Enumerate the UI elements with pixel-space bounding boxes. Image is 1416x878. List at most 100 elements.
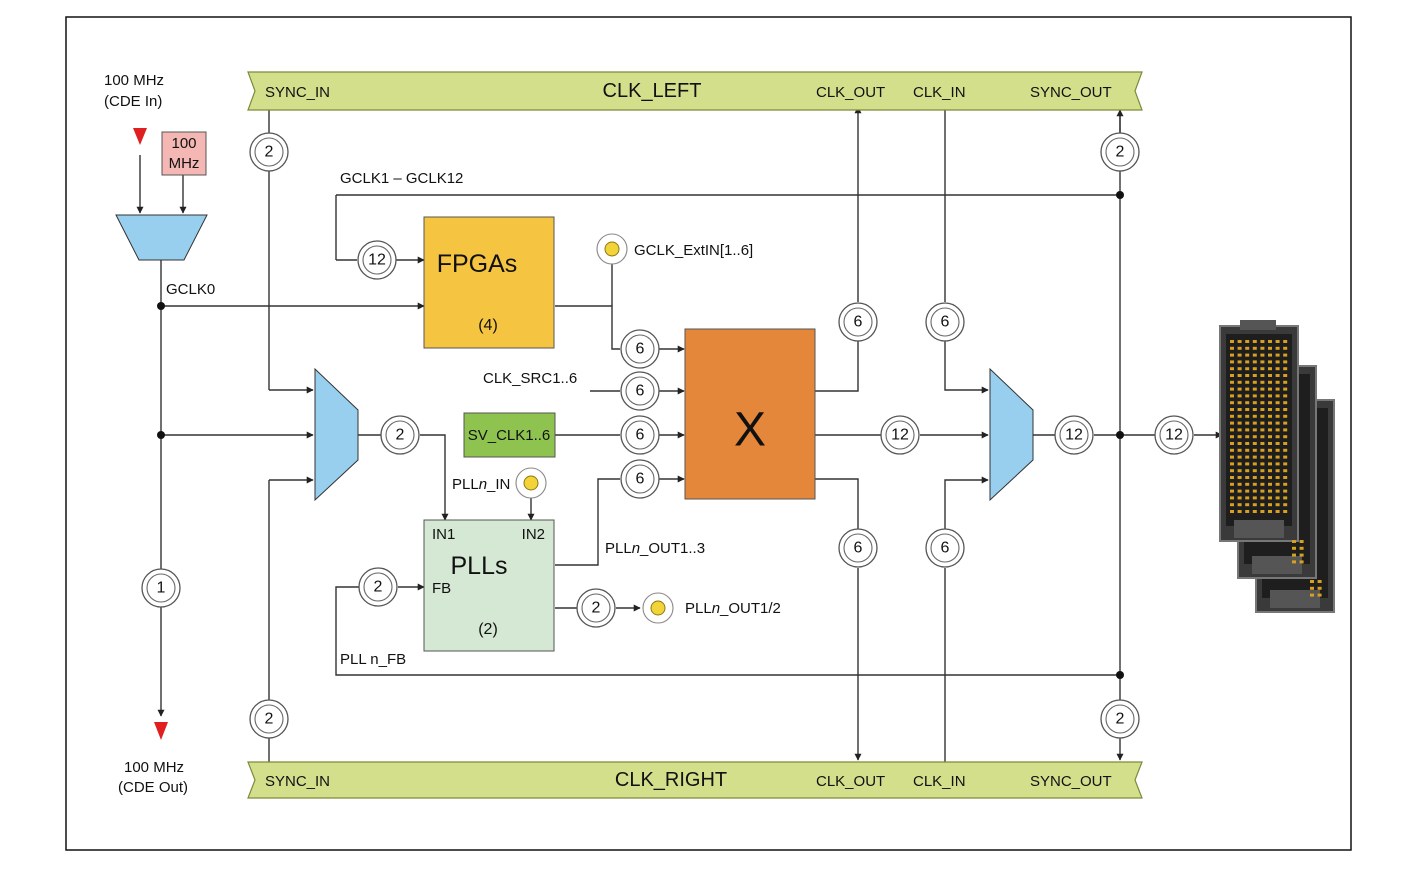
connector-pin: [1230, 387, 1234, 391]
connector-pin: [1283, 360, 1288, 364]
oscillator-freq: 100: [171, 135, 196, 152]
svg-text:6: 6: [854, 314, 863, 331]
badge-xbar-out-mid: 12: [880, 415, 920, 455]
connector-pin: [1283, 476, 1288, 479]
connector-pin: [1268, 346, 1272, 350]
connector-pin: [1237, 448, 1242, 452]
connector-pin: [1237, 394, 1242, 398]
connector-pin: [1237, 510, 1242, 513]
svg-text:12: 12: [1165, 427, 1183, 444]
connector-pin: [1252, 442, 1257, 445]
connector-pin: [1245, 374, 1250, 377]
connector-pin: [1237, 340, 1242, 343]
gclk-ext-label: GCLK_ExtIN[1..6]: [634, 242, 753, 259]
badge-pll-out: 2: [576, 588, 616, 628]
svg-text:6: 6: [636, 471, 645, 488]
connector-pin: [1230, 401, 1234, 405]
sv-clk-block: SV_CLK1..6: [463, 412, 556, 458]
connector-pin: [1237, 346, 1242, 350]
connector-pin: [1230, 496, 1234, 500]
pll-in1-label: IN1: [432, 526, 455, 543]
connector-pin: [1230, 469, 1234, 473]
connector-pin: [1283, 489, 1288, 493]
badge-pll-fb: 2: [358, 567, 398, 607]
svg-text:6: 6: [636, 341, 645, 358]
connector-pin: [1237, 380, 1242, 384]
bus-top: SYNC_IN CLK_LEFT CLK_OUT CLK_IN SYNC_OUT: [247, 71, 1143, 111]
bus-bottom-sync-in: SYNC_IN: [265, 773, 330, 790]
connector-pin: [1230, 448, 1234, 452]
connector-pin: [1275, 448, 1280, 452]
cde-in-arrow-icon: [133, 128, 147, 145]
connector-pin: [1245, 401, 1250, 405]
connector-pin: [1275, 476, 1280, 479]
connector-pin: [1268, 496, 1272, 500]
connector-pin: [1245, 353, 1250, 357]
svg-text:2: 2: [265, 144, 274, 161]
connector-pin: [1230, 360, 1234, 364]
bus-bottom-clk-out: CLK_OUT: [816, 773, 885, 790]
connector-pin: [1275, 367, 1280, 371]
connector-pin: [1230, 380, 1234, 384]
svg-text:6: 6: [854, 540, 863, 557]
connector-pin: [1268, 428, 1272, 432]
svg-text:6: 6: [941, 540, 950, 557]
pll-in-label: PLLn_IN: [452, 476, 510, 493]
connector-pin: [1310, 586, 1314, 590]
connector-pin: [1237, 387, 1242, 391]
connector-pin: [1245, 421, 1250, 425]
badge-sync-in-bottom: 2: [249, 699, 289, 739]
connector-pin: [1260, 510, 1265, 513]
connector-pin: [1237, 496, 1242, 500]
cde-out-label: (CDE Out): [118, 779, 188, 796]
connector-pin: [1283, 496, 1288, 500]
connector-pin: [1268, 482, 1272, 486]
connector-pin: [1252, 496, 1257, 500]
connector-pin: [1245, 414, 1250, 418]
bus-bottom: SYNC_IN CLK_RIGHT CLK_OUT CLK_IN SYNC_OU…: [247, 761, 1143, 799]
connector-pin: [1230, 442, 1234, 445]
connector-pin: [1230, 503, 1234, 507]
connector-pin: [1275, 428, 1280, 432]
connector-pin: [1268, 510, 1272, 513]
crossbar-block: X: [684, 328, 816, 500]
connector-pin: [1268, 462, 1272, 466]
connector-pin: [1252, 510, 1257, 513]
connector-pin: [1292, 553, 1296, 557]
connector-pin: [1245, 380, 1250, 384]
connector-pin: [1260, 428, 1265, 432]
connector-pin: [1252, 435, 1257, 439]
connector-pin: [1245, 428, 1250, 432]
pll-out-port: [642, 592, 674, 624]
connector-pin: [1230, 408, 1234, 411]
connector-pin: [1275, 374, 1280, 377]
connector-pin: [1260, 401, 1265, 405]
connector-pin: [1260, 408, 1265, 411]
connector-pin: [1260, 489, 1265, 493]
connector-pin: [1245, 448, 1250, 452]
connector-pin: [1230, 455, 1234, 459]
connector-pin: [1260, 367, 1265, 371]
connector-pin: [1245, 394, 1250, 398]
connector-pin: [1252, 448, 1257, 452]
connector-pin: [1260, 448, 1265, 452]
connector-pin: [1268, 374, 1272, 377]
connector-pin: [1260, 455, 1265, 459]
badge-xbar-out-top: 6: [838, 302, 878, 342]
connector-pin: [1252, 353, 1257, 357]
connector-pin: [1275, 503, 1280, 507]
connector-pin: [1299, 540, 1304, 543]
connector-pin: [1260, 421, 1265, 425]
connector-pin: [1245, 496, 1250, 500]
connector-pin: [1268, 394, 1272, 398]
connector-pin: [1260, 503, 1265, 507]
connector-pin: [1252, 360, 1257, 364]
connector-pin: [1252, 394, 1257, 398]
connector-pin: [1252, 380, 1257, 384]
connector-pin: [1230, 340, 1234, 343]
connector-pin: [1237, 367, 1242, 371]
connector-pin: [1245, 469, 1250, 473]
pll-count: (2): [478, 621, 498, 638]
connector-1: [1219, 320, 1299, 542]
connector-pin: [1237, 353, 1242, 357]
